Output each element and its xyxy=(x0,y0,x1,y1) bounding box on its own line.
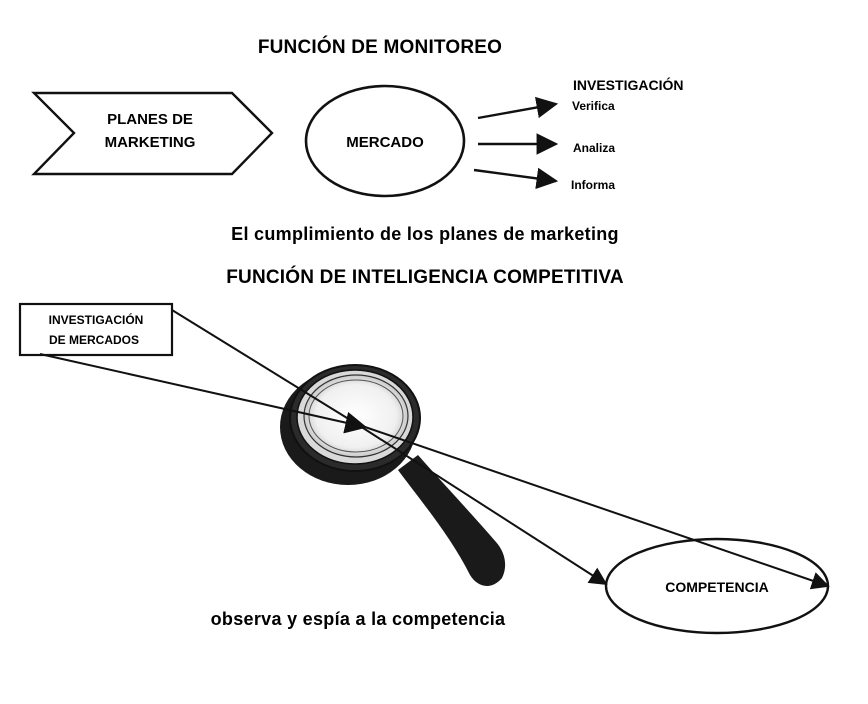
market-research-box: INVESTIGACIÓN DE MERCADOS xyxy=(18,302,174,357)
sight-line-bottom-to-lens xyxy=(39,353,368,434)
market-research-label-line1: INVESTIGACIÓN xyxy=(49,312,144,327)
sight-line-lens-to-competition-lower xyxy=(359,425,608,585)
competition-label: COMPETENCIA xyxy=(665,579,768,595)
sight-line-lens-to-competition xyxy=(364,426,830,590)
marketing-plans-shape: PLANES DE MARKETING xyxy=(31,91,274,176)
marketing-plans-label-line2: MARKETING xyxy=(105,134,196,151)
action-verify: Verifica xyxy=(572,99,615,113)
verify-arrow xyxy=(477,96,559,120)
monitoring-caption: El cumplimiento de los planes de marketi… xyxy=(231,224,619,244)
monitoring-title: FUNCIÓN DE MONITOREO xyxy=(258,36,502,58)
action-inform: Informa xyxy=(571,178,615,192)
inform-arrow xyxy=(473,167,559,190)
marketing-plans-label-line1: PLANES DE xyxy=(107,111,193,128)
competition-node: COMPETENCIA xyxy=(604,537,830,635)
action-analyze: Analiza xyxy=(573,141,615,155)
intelligence-caption: observa y espía a la competencia xyxy=(211,609,506,629)
market-research-label-line2: DE MERCADOS xyxy=(49,333,139,347)
intelligence-title: FUNCIÓN DE INTELIGENCIA COMPETITIVA xyxy=(226,266,624,288)
market-node: MERCADO xyxy=(304,84,466,198)
sight-line-top-to-lens xyxy=(171,309,361,427)
research-label: INVESTIGACIÓN xyxy=(573,76,683,93)
market-label: MERCADO xyxy=(346,134,424,151)
